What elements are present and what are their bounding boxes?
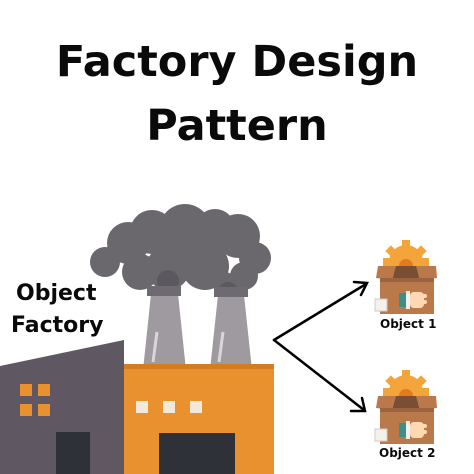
output-arrows [272,280,369,413]
object-1-icon [374,240,437,314]
object-2-label: Object 2 [379,446,436,460]
smoke-cloud [90,204,271,292]
factory-label-line-2: Factory [11,313,104,338]
object-2-icon [374,370,437,444]
factory-side-wall [0,340,124,474]
object-1-label: Object 1 [380,317,437,331]
factory-main-building [124,364,274,474]
factory-label-line-1: Object [16,281,97,306]
chimney-right [210,287,252,370]
title-line-1: Factory Design [55,37,419,87]
chimney-left [143,286,186,370]
title-line-2: Pattern [146,101,328,151]
